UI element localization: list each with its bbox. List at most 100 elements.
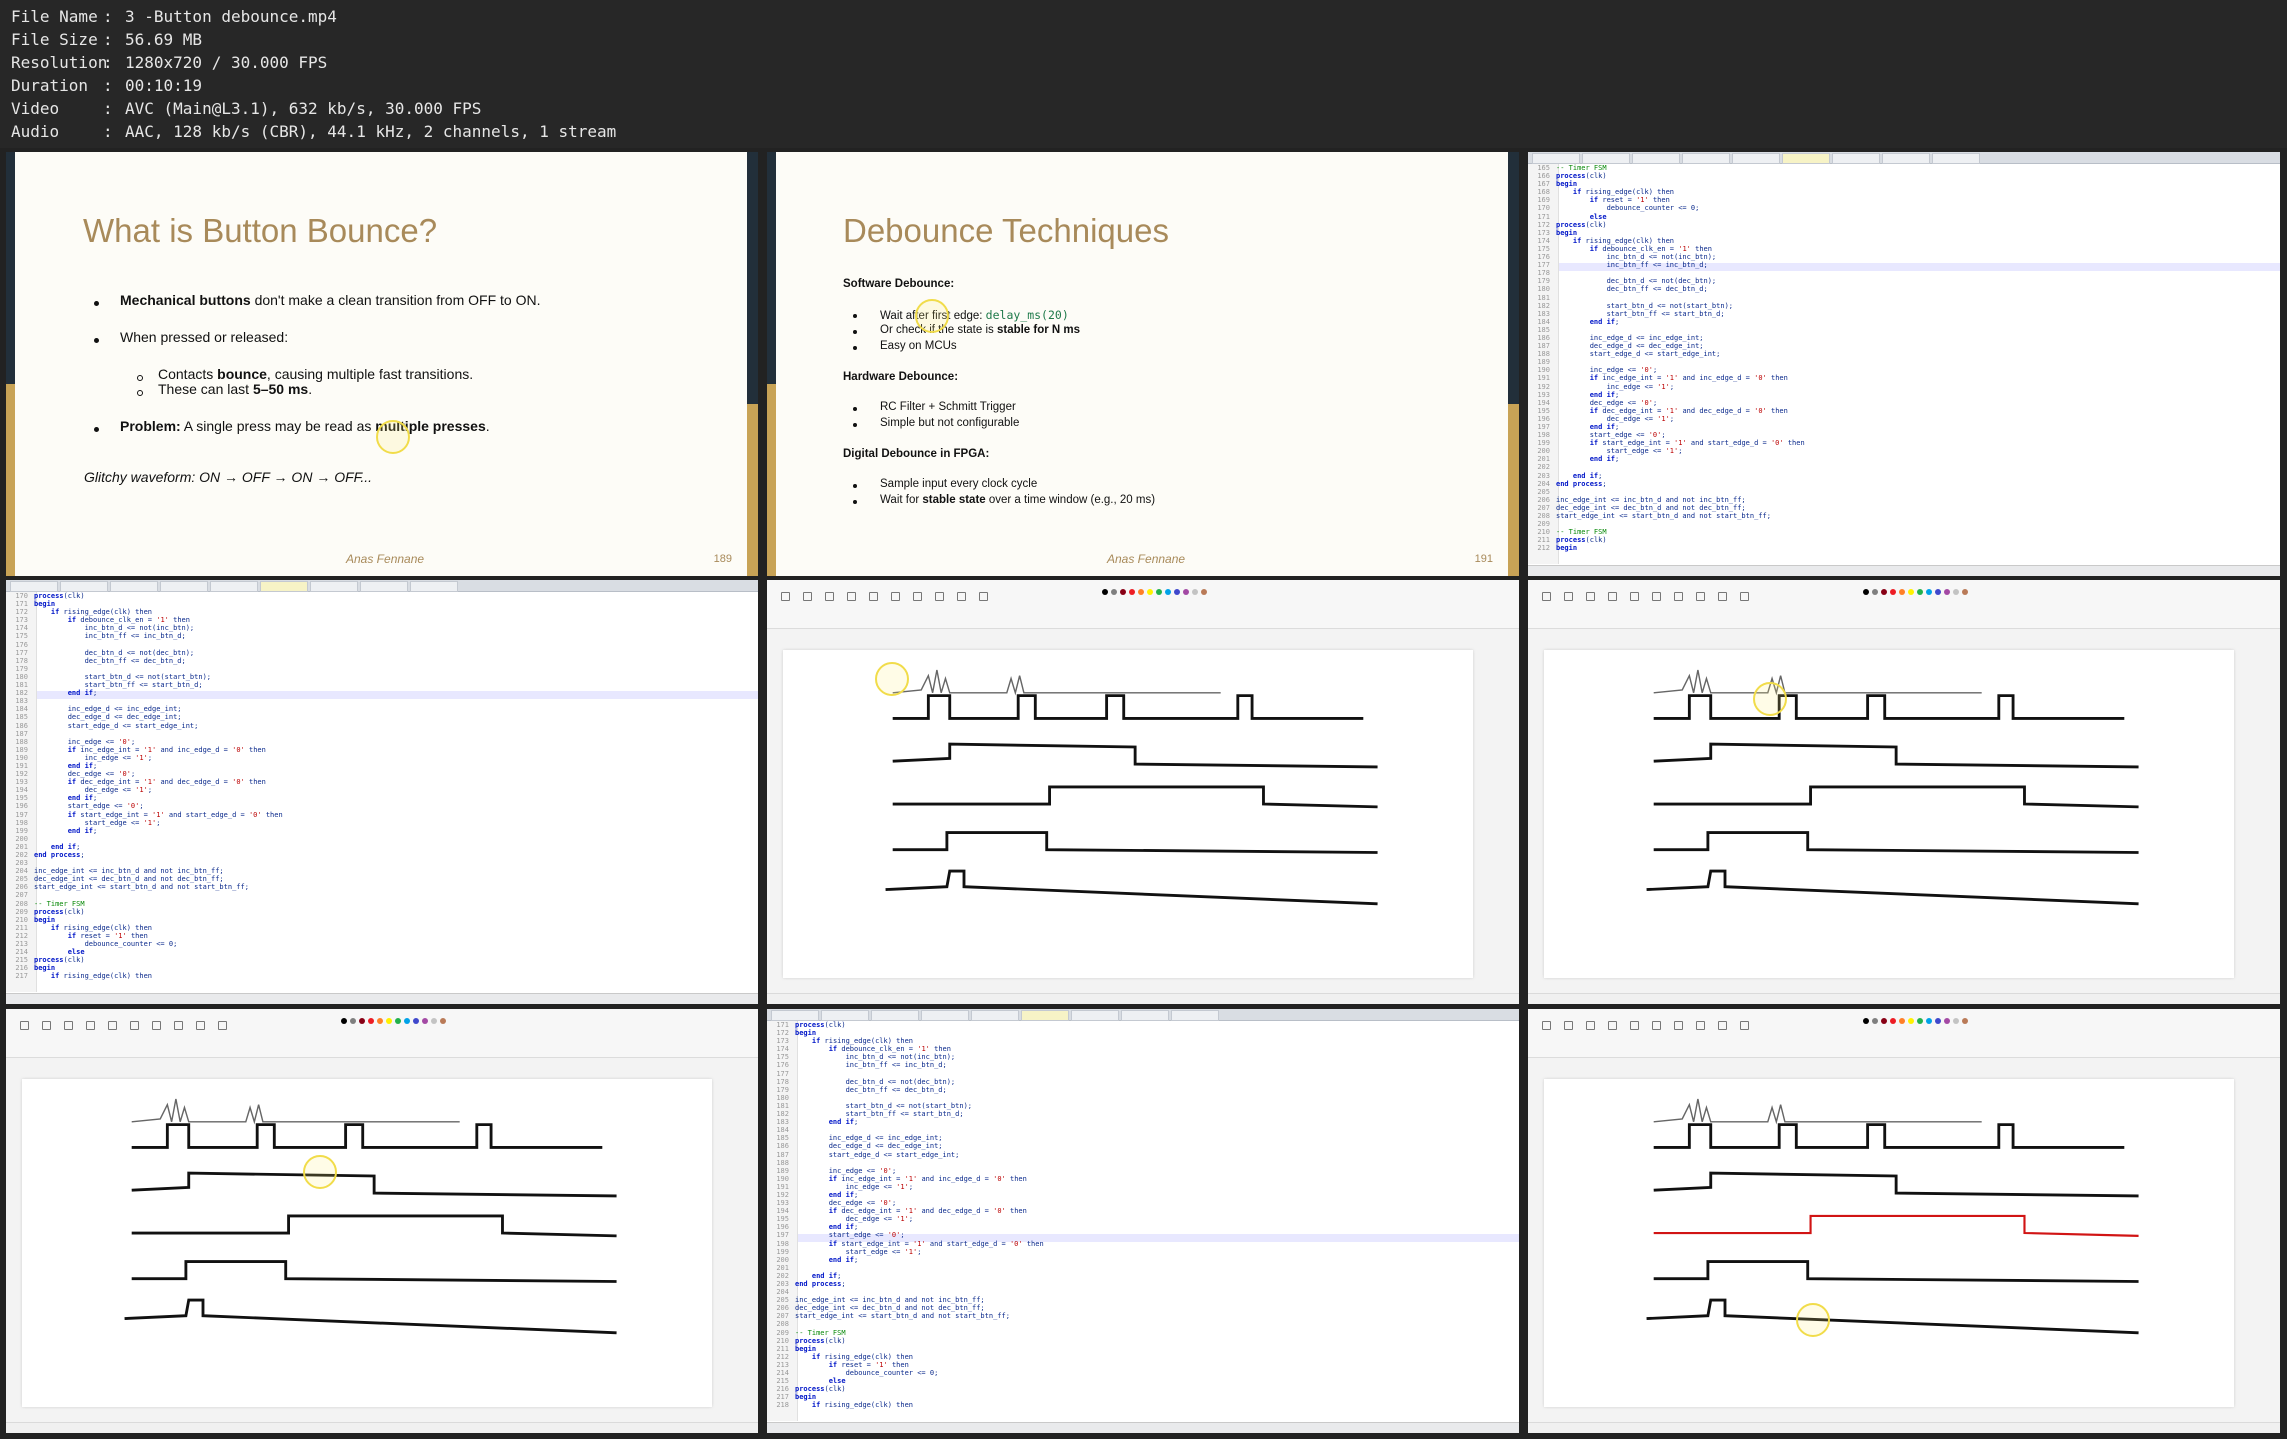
- color-swatch[interactable]: [1872, 1018, 1878, 1024]
- eraser-icon[interactable]: [1652, 1021, 1661, 1030]
- size-icon[interactable]: [1718, 592, 1727, 601]
- eraser-icon[interactable]: [1652, 592, 1661, 601]
- paint-canvas[interactable]: [783, 650, 1473, 978]
- color-swatch[interactable]: [1890, 589, 1896, 595]
- editor-tab[interactable]: [1121, 1010, 1169, 1021]
- editor-tab[interactable]: [921, 1010, 969, 1021]
- thumbnail-slide-debounce-techniques[interactable]: Debounce Techniques Software Debounce: W…: [767, 152, 1519, 576]
- pencil-icon[interactable]: [825, 592, 834, 601]
- editor-tab[interactable]: [1632, 153, 1680, 164]
- color-swatch[interactable]: [1935, 589, 1941, 595]
- editor-tab[interactable]: [160, 581, 208, 592]
- text-icon[interactable]: [1630, 1021, 1639, 1030]
- color-palette-icon[interactable]: [218, 1021, 227, 1030]
- text-icon[interactable]: [869, 592, 878, 601]
- color-swatch[interactable]: [1872, 589, 1878, 595]
- fill-icon[interactable]: [847, 592, 856, 601]
- brush-icon[interactable]: [1674, 592, 1683, 601]
- editor-tab[interactable]: [360, 581, 408, 592]
- fill-icon[interactable]: [1608, 592, 1617, 601]
- crop-icon[interactable]: [1564, 1021, 1573, 1030]
- color-palette-icon[interactable]: [1740, 592, 1749, 601]
- pencil-icon[interactable]: [1586, 592, 1595, 601]
- color-swatch[interactable]: [1120, 589, 1126, 595]
- editor-tab[interactable]: [60, 581, 108, 592]
- thumbnail-paint-waveforms-2[interactable]: [1528, 580, 2280, 1004]
- paint-canvas[interactable]: [1544, 1079, 2234, 1407]
- color-swatch[interactable]: [1908, 1018, 1914, 1024]
- color-swatch[interactable]: [1138, 589, 1144, 595]
- editor-tab[interactable]: [210, 581, 258, 592]
- text-icon[interactable]: [1630, 592, 1639, 601]
- editor-tab[interactable]: [1732, 153, 1780, 164]
- color-swatch[interactable]: [395, 1018, 401, 1024]
- editor-tab[interactable]: [971, 1010, 1019, 1021]
- color-swatch[interactable]: [1908, 589, 1914, 595]
- editor-tab[interactable]: [871, 1010, 919, 1021]
- text-icon[interactable]: [108, 1021, 117, 1030]
- color-swatch[interactable]: [359, 1018, 365, 1024]
- color-swatch[interactable]: [1944, 589, 1950, 595]
- editor-tab[interactable]: [1882, 153, 1930, 164]
- crop-icon[interactable]: [42, 1021, 51, 1030]
- color-swatch[interactable]: [1102, 589, 1108, 595]
- select-icon[interactable]: [781, 592, 790, 601]
- brush-icon[interactable]: [152, 1021, 161, 1030]
- color-swatch[interactable]: [377, 1018, 383, 1024]
- color-swatch[interactable]: [1863, 1018, 1869, 1024]
- editor-tab[interactable]: [1171, 1010, 1219, 1021]
- editor-tab[interactable]: [1582, 153, 1630, 164]
- thumbnail-paint-waveforms-3[interactable]: [6, 1009, 758, 1433]
- select-icon[interactable]: [20, 1021, 29, 1030]
- paint-canvas[interactable]: [22, 1079, 712, 1407]
- color-swatch[interactable]: [386, 1018, 392, 1024]
- color-swatch[interactable]: [1111, 589, 1117, 595]
- size-icon[interactable]: [957, 592, 966, 601]
- color-swatch[interactable]: [1147, 589, 1153, 595]
- shapes-icon[interactable]: [935, 592, 944, 601]
- thumbnail-slide-button-bounce[interactable]: What is Button Bounce? Mechanical button…: [6, 152, 758, 576]
- eraser-icon[interactable]: [891, 592, 900, 601]
- color-swatch[interactable]: [1899, 589, 1905, 595]
- pencil-icon[interactable]: [1586, 1021, 1595, 1030]
- color-swatch[interactable]: [1962, 1018, 1968, 1024]
- editor-tab[interactable]: [1021, 1010, 1069, 1021]
- color-swatch[interactable]: [1863, 589, 1869, 595]
- color-swatch[interactable]: [1890, 1018, 1896, 1024]
- color-palette-icon[interactable]: [1740, 1021, 1749, 1030]
- color-swatch[interactable]: [422, 1018, 428, 1024]
- editor-tab[interactable]: [410, 581, 458, 592]
- color-swatch[interactable]: [431, 1018, 437, 1024]
- color-swatch[interactable]: [1926, 1018, 1932, 1024]
- color-swatch[interactable]: [1926, 589, 1932, 595]
- crop-icon[interactable]: [1564, 592, 1573, 601]
- editor-tab[interactable]: [1832, 153, 1880, 164]
- color-swatch[interactable]: [1917, 589, 1923, 595]
- color-swatch[interactable]: [440, 1018, 446, 1024]
- editor-tab[interactable]: [1532, 153, 1580, 164]
- thumbnail-paint-waveforms-1[interactable]: [767, 580, 1519, 1004]
- editor-tab[interactable]: [771, 1010, 819, 1021]
- pencil-icon[interactable]: [64, 1021, 73, 1030]
- crop-icon[interactable]: [803, 592, 812, 601]
- color-swatch[interactable]: [1129, 589, 1135, 595]
- color-swatch[interactable]: [1935, 1018, 1941, 1024]
- color-swatch[interactable]: [1962, 589, 1968, 595]
- editor-tab[interactable]: [310, 581, 358, 592]
- paint-canvas[interactable]: [1544, 650, 2234, 978]
- color-swatch[interactable]: [1944, 1018, 1950, 1024]
- editor-tab[interactable]: [1782, 153, 1830, 164]
- color-swatch[interactable]: [341, 1018, 347, 1024]
- color-swatch[interactable]: [1174, 589, 1180, 595]
- color-swatch[interactable]: [404, 1018, 410, 1024]
- color-swatch[interactable]: [1156, 589, 1162, 595]
- color-swatch[interactable]: [1183, 589, 1189, 595]
- fill-icon[interactable]: [86, 1021, 95, 1030]
- eraser-icon[interactable]: [130, 1021, 139, 1030]
- editor-tab[interactable]: [1932, 153, 1980, 164]
